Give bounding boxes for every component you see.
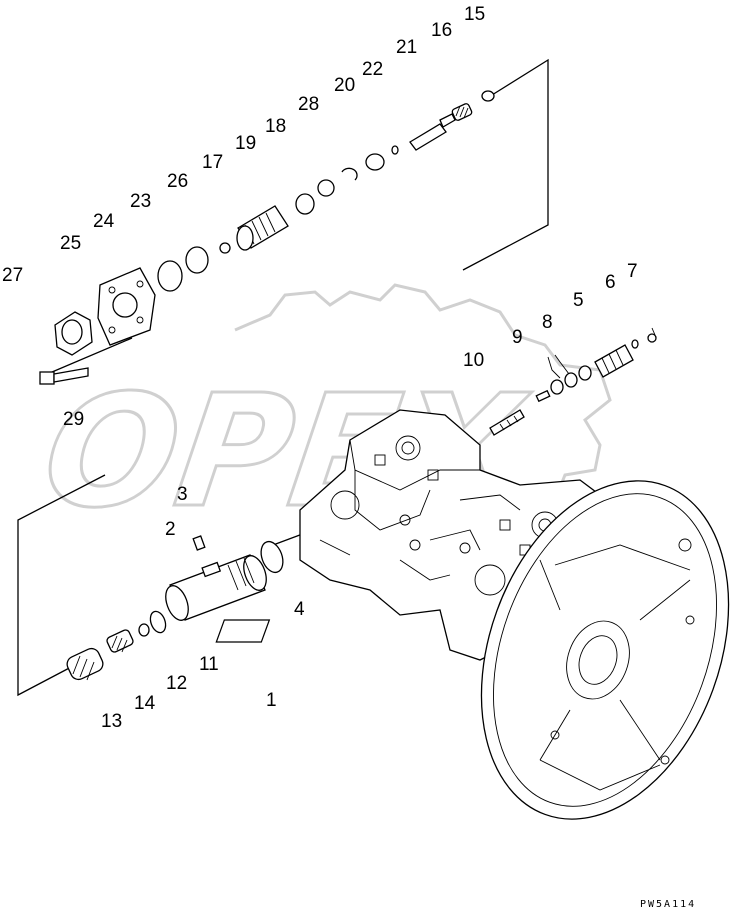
part-8-oring-c bbox=[550, 379, 564, 395]
part-13-spring bbox=[66, 647, 104, 681]
part-8-oring-b bbox=[564, 372, 578, 388]
part-7-cap bbox=[647, 333, 657, 343]
callout-5: 5 bbox=[573, 290, 584, 311]
part-25-flange bbox=[97, 267, 156, 346]
callout-18: 18 bbox=[265, 116, 286, 137]
part-19-oring bbox=[295, 193, 315, 215]
part-28-snap-ring bbox=[341, 167, 358, 181]
lower-valve-assembly bbox=[66, 535, 284, 681]
part-8-oring-a bbox=[578, 365, 592, 381]
part-4-oring bbox=[260, 540, 284, 574]
part-23-oring bbox=[185, 246, 209, 274]
callout-29: 29 bbox=[63, 409, 84, 430]
callout-11: 11 bbox=[199, 654, 219, 675]
part-29-bolt bbox=[39, 367, 89, 385]
callout-2: 2 bbox=[165, 519, 176, 540]
flywheel-housing bbox=[480, 480, 730, 820]
part-3-screw bbox=[192, 535, 206, 551]
drawing-code: PW5A114 bbox=[640, 899, 696, 910]
callout-13: 13 bbox=[101, 711, 122, 732]
part-20-ring bbox=[365, 153, 385, 171]
part-22-pin bbox=[391, 145, 399, 155]
callout-21: 21 bbox=[396, 37, 417, 58]
part-1-key bbox=[215, 619, 271, 643]
callout-16: 16 bbox=[431, 20, 452, 41]
callout-15: 15 bbox=[464, 4, 485, 25]
callout-6: 6 bbox=[605, 272, 616, 293]
callout-28: 28 bbox=[298, 94, 319, 115]
callout-26: 26 bbox=[167, 171, 188, 192]
part-10-spool bbox=[489, 409, 525, 436]
callout-25: 25 bbox=[60, 233, 81, 254]
callout-3: 3 bbox=[177, 484, 188, 505]
part-27-nut bbox=[54, 311, 93, 356]
part-9-pin bbox=[535, 389, 551, 403]
part-16-spring bbox=[451, 103, 473, 121]
part-17-plug bbox=[236, 205, 289, 251]
leader-lines bbox=[17, 58, 656, 697]
part-21-spool bbox=[409, 113, 456, 151]
callout-1: 1 bbox=[266, 690, 277, 711]
upper-valve-assembly bbox=[39, 90, 495, 385]
part-12-nut bbox=[138, 623, 150, 637]
callout-7: 7 bbox=[627, 261, 638, 282]
part-5-plug bbox=[594, 344, 634, 378]
part-6-pin bbox=[631, 339, 639, 349]
callout-23: 23 bbox=[130, 191, 151, 212]
callout-22: 22 bbox=[362, 59, 383, 80]
callout-9: 9 bbox=[512, 327, 523, 348]
part-24-oring bbox=[157, 260, 183, 292]
part-26-nut bbox=[219, 242, 231, 254]
callout-8: 8 bbox=[542, 312, 553, 333]
callout-20: 20 bbox=[334, 75, 355, 96]
callout-17: 17 bbox=[202, 152, 223, 173]
part-18-oring bbox=[317, 179, 335, 197]
part-11-washer bbox=[149, 610, 167, 634]
part-15-nut bbox=[481, 90, 495, 102]
callout-4: 4 bbox=[294, 599, 305, 620]
right-valve-assembly bbox=[489, 333, 657, 436]
part-2-sleeve bbox=[165, 554, 267, 621]
part-14-spring bbox=[106, 629, 134, 653]
callouts: 1 2 3 4 5 6 7 8 9 10 11 12 13 14 15 16 1… bbox=[2, 4, 638, 732]
callout-19: 19 bbox=[235, 133, 256, 154]
callout-12: 12 bbox=[166, 673, 187, 694]
callout-24: 24 bbox=[93, 211, 115, 232]
callout-27: 27 bbox=[2, 265, 23, 286]
callout-14: 14 bbox=[134, 693, 156, 714]
callout-10: 10 bbox=[463, 350, 484, 371]
